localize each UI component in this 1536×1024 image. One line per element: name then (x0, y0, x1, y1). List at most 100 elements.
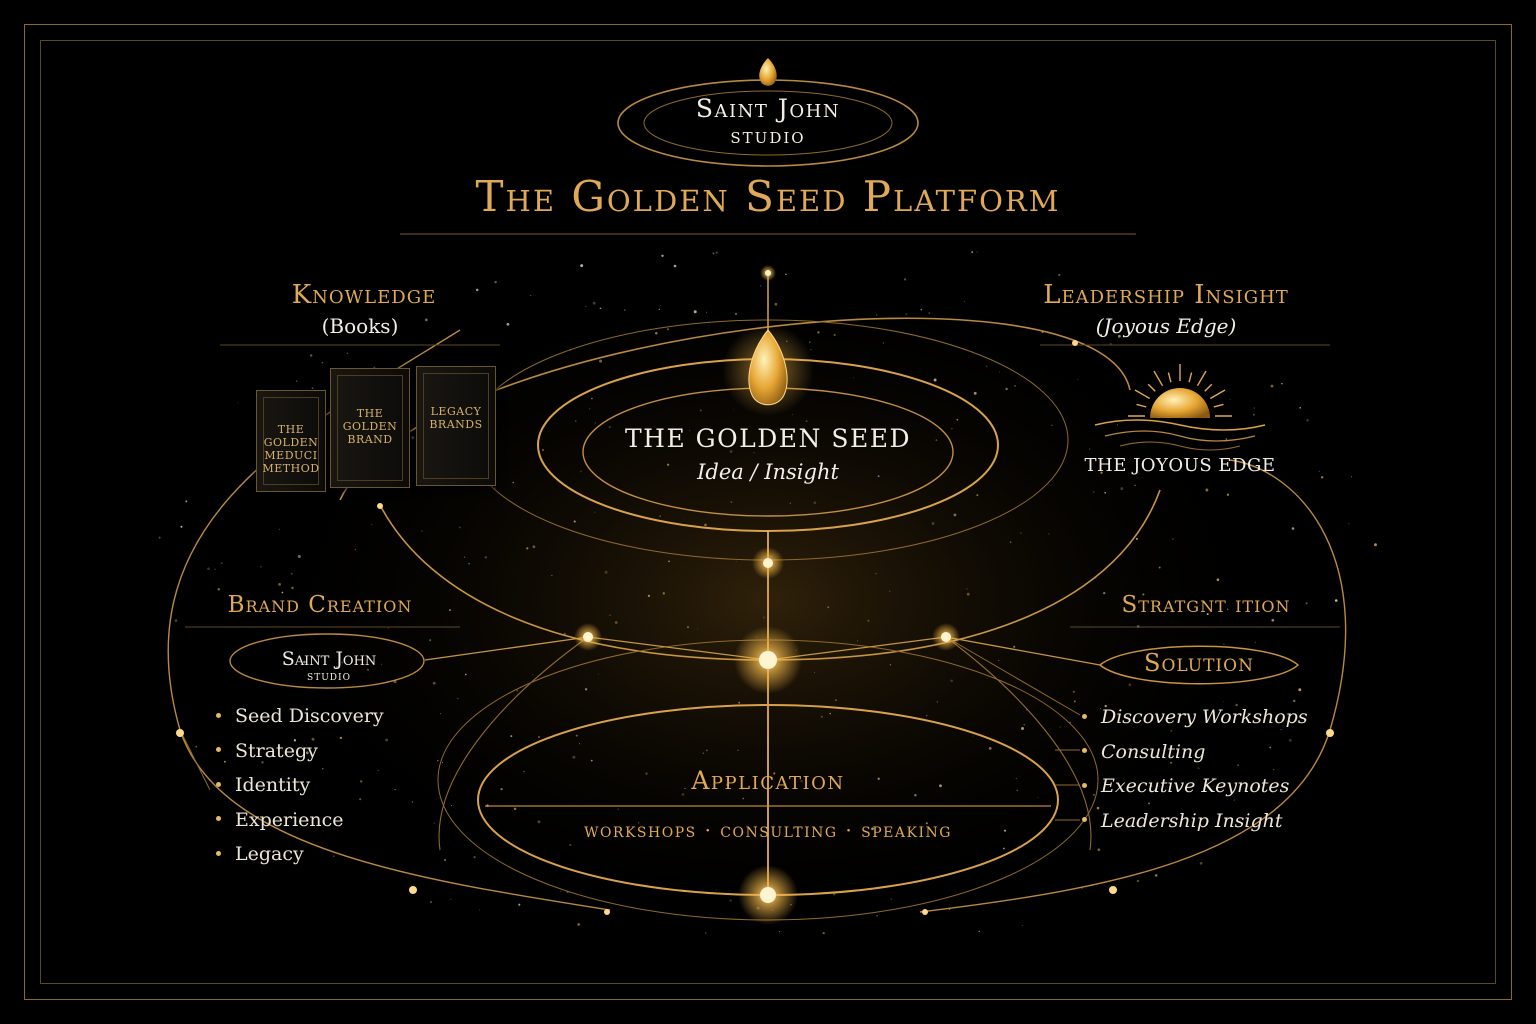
star-dot (174, 619, 178, 622)
node-connector (438, 636, 589, 851)
star-node-icon (752, 547, 784, 579)
sun-ray (1136, 403, 1147, 408)
sun-ray (1209, 389, 1226, 400)
star-dot (494, 280, 497, 284)
star-dot (903, 278, 907, 281)
studio-name-line2: studio (730, 124, 806, 149)
star-node-icon (409, 886, 417, 894)
brand-creation-list: Seed Discovery Strategy Identity Experie… (216, 699, 384, 872)
bullet-icon (216, 747, 221, 752)
star-node-icon (1109, 886, 1117, 894)
star-dot (1229, 399, 1231, 401)
star-dot (1252, 413, 1255, 416)
leadership-title: Leadership Insight (1043, 280, 1289, 310)
star-dot (207, 567, 210, 571)
star-dot (715, 251, 718, 254)
bullet-icon (1082, 713, 1087, 719)
star-dot (1292, 699, 1296, 703)
seed-drop-icon (759, 58, 777, 86)
star-dot (1348, 523, 1350, 525)
application-subtitle: workshops · consulting · speaking (584, 818, 952, 842)
solution-badge-label: Solution (1144, 649, 1254, 677)
bullet-icon (1082, 782, 1087, 788)
star-dot (712, 252, 715, 255)
orbit-arc (179, 729, 611, 911)
bullet-icon (216, 816, 221, 821)
sun-ray (1153, 370, 1164, 387)
star-dot (978, 930, 981, 933)
star-dot (333, 855, 335, 857)
star-dot (309, 354, 313, 357)
star-dot (1291, 527, 1295, 530)
star-dot (185, 500, 188, 503)
leadership-subtitle: (Joyous Edge) (1095, 314, 1237, 338)
star-dot (1321, 476, 1324, 479)
star-dot (369, 335, 371, 337)
star-dot (1280, 728, 1282, 730)
star-dot (475, 288, 479, 292)
node-connector (945, 636, 1092, 851)
star-dot (1270, 384, 1274, 388)
star-dot (1334, 599, 1338, 602)
star-dot (221, 562, 223, 564)
star-dot (444, 859, 446, 861)
star-dot (580, 264, 584, 268)
star-node-icon (604, 909, 610, 915)
list-item: Identity (216, 768, 384, 803)
star-dot (673, 264, 677, 268)
star-dot (1021, 925, 1023, 926)
bullet-icon (216, 781, 221, 787)
list-item: Consulting (1082, 735, 1308, 770)
page-title: The Golden Seed Platform (475, 172, 1061, 221)
star-dot (976, 251, 978, 253)
golden-seed-title: THE GOLDEN SEED (624, 424, 912, 453)
star-dot (779, 931, 781, 933)
star-dot (1225, 438, 1228, 440)
sun-ray (1213, 403, 1224, 408)
studio-name-line1: Saint John (695, 94, 841, 123)
solution-badge-outline (1098, 645, 1300, 685)
node-connector (945, 636, 1081, 716)
studio-emblem-inner (643, 90, 893, 156)
brand-badge-line1: Saint John (281, 648, 377, 670)
star-dot (1306, 419, 1309, 422)
star-dot (1299, 407, 1301, 409)
star-dot (195, 745, 198, 748)
star-node-icon (738, 865, 798, 925)
star-dot (1253, 407, 1255, 409)
knowledge-title: Knowledge (291, 280, 437, 310)
star-dot (1281, 382, 1283, 385)
star-dot (450, 898, 452, 900)
star-dot (1154, 874, 1158, 877)
book-title: THE GOLDEN BRAND (342, 406, 398, 446)
star-dot (705, 932, 707, 934)
star-dot (261, 761, 264, 764)
star-dot (237, 402, 239, 404)
sun-ray (1147, 383, 1156, 392)
knowledge-subtitle: (Books) (321, 314, 399, 338)
sun-ray (1167, 372, 1172, 383)
bullet-connectors (179, 729, 211, 791)
star-dot (1269, 746, 1272, 749)
star-node-icon (932, 623, 960, 651)
book-icon: THE GOLDEN BRAND (330, 368, 410, 488)
star-dot (1199, 862, 1203, 865)
bullet-icon (216, 850, 221, 856)
sun-ray (1204, 383, 1213, 392)
star-dot (577, 923, 580, 926)
star-dot (1374, 543, 1377, 547)
star-dot (295, 380, 298, 382)
star-dot (1351, 476, 1353, 478)
star-dot (1298, 688, 1302, 692)
golden-seed-subtitle: Idea / Insight (697, 460, 839, 484)
joyous-edge-logo-text: THE JOYOUS EDGE (1084, 455, 1276, 476)
sun-ray (1134, 389, 1151, 400)
seed-drop-icon (722, 324, 814, 416)
bullet-connectors (1055, 749, 1080, 821)
bullet-icon (1082, 817, 1087, 822)
brand-creation-title: Brand Creation (227, 592, 413, 618)
star-dot (1237, 764, 1239, 766)
brand-badge-outline (229, 633, 425, 689)
star-dot (1227, 817, 1230, 820)
star-dot (971, 251, 974, 254)
